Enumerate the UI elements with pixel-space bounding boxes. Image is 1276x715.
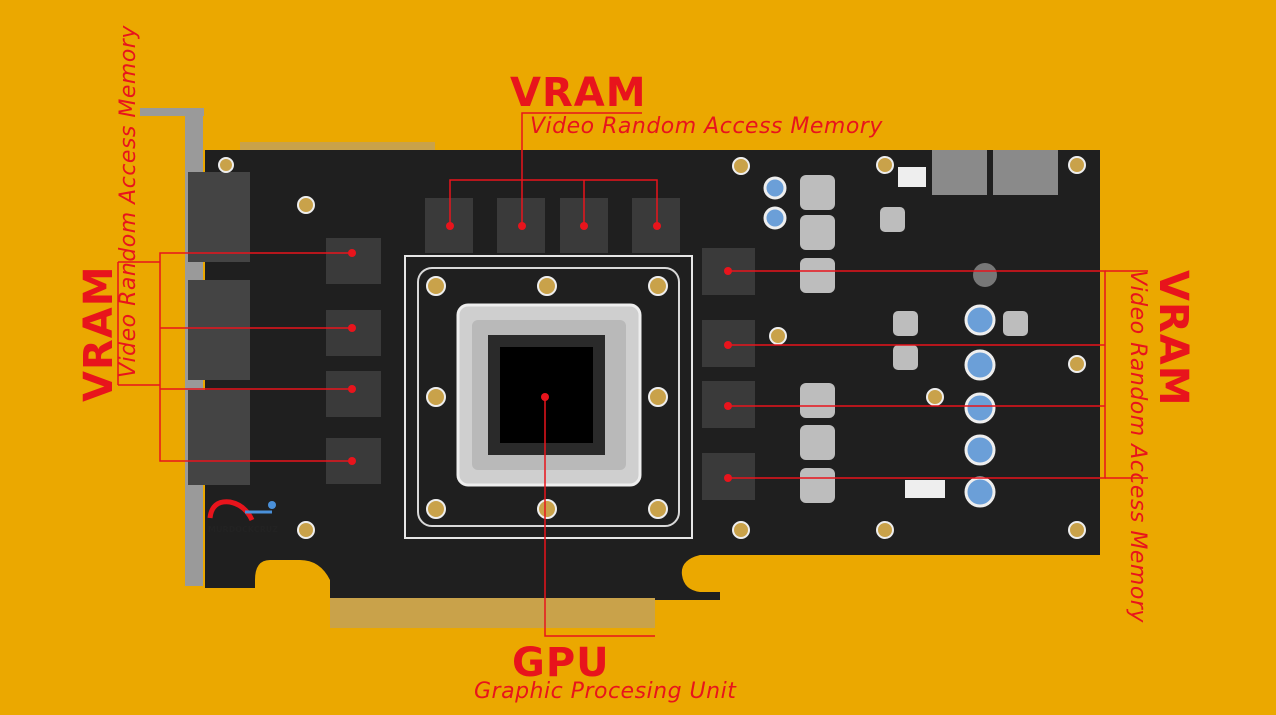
gpu-title: GPU [512, 640, 610, 686]
marker-dots [348, 222, 732, 482]
power-connector [993, 150, 1058, 195]
murdockcruz-logo [207, 499, 276, 522]
right-vram-subtitle: Video Random Access Memory [1125, 270, 1150, 623]
gpu-subtitle: Graphic Procesing Unit [474, 679, 737, 704]
left-vram-subtitle: Video Random Access Memory [116, 25, 141, 378]
top-vram-title: VRAM [510, 70, 647, 116]
power-connector [932, 150, 987, 195]
logo-text: MURDOCKCRUZ [208, 525, 279, 534]
pcie-connector [330, 598, 655, 628]
screw-holes [218, 156, 1086, 539]
pcb-board [205, 150, 1100, 600]
leader-lines [117, 112, 1148, 637]
vrm-chokes [800, 175, 1028, 503]
top-vram-subtitle: Video Random Access Memory [530, 114, 883, 139]
gpu-retention-frame [404, 255, 693, 539]
capacitors [763, 176, 996, 508]
right-vram-title: VRAM [1150, 270, 1196, 407]
